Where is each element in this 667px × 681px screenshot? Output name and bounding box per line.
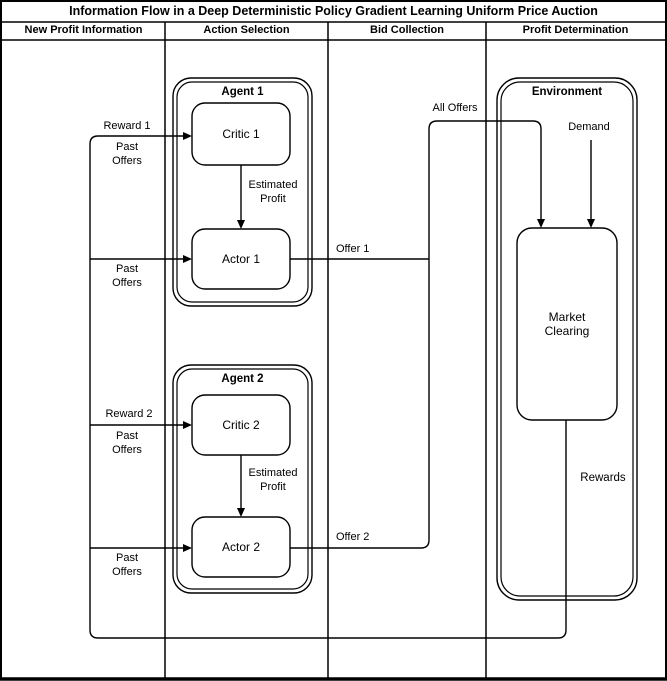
environment-title: Environment bbox=[531, 86, 603, 98]
past-offers-actor1-label: Past Offers bbox=[112, 263, 142, 290]
demand-label: Demand bbox=[568, 121, 610, 133]
actor2-label: Actor 2 bbox=[221, 540, 260, 554]
agent2-box-inner bbox=[176, 368, 309, 590]
past-offers-actor2-label: Past Offers bbox=[112, 552, 142, 579]
estimated-profit2-label: Estimated Profit bbox=[248, 467, 298, 494]
lane-header-profit-determination: Profit Determination bbox=[522, 24, 629, 36]
agent1-box-inner bbox=[176, 81, 309, 303]
rewards-feedback-to-critic1-arrow bbox=[89, 132, 567, 639]
past-offers-critic2-label: Past Offers bbox=[112, 430, 142, 457]
agent2-box-outer bbox=[172, 364, 313, 594]
diagram-title: Information Flow in a Deep Deterministic… bbox=[69, 4, 598, 18]
agent1-title: Agent 1 bbox=[221, 86, 264, 98]
environment-box-inner bbox=[500, 81, 634, 597]
all-offers-to-market-clearing-arrow bbox=[290, 120, 545, 549]
environment-box-outer bbox=[496, 77, 638, 601]
offer2-label: Offer 2 bbox=[336, 531, 370, 543]
offer1-label: Offer 1 bbox=[336, 243, 370, 255]
market-clearing-box bbox=[516, 227, 618, 421]
estimated-profit1-label: Estimated Profit bbox=[248, 179, 298, 206]
agent1-box-outer bbox=[172, 77, 313, 307]
critic1-label: Critic 1 bbox=[222, 127, 260, 141]
rewards-label: Rewards bbox=[580, 472, 626, 484]
lane-header-new-profit-information: New Profit Information bbox=[24, 24, 143, 36]
lane-header-bid-collection: Bid Collection bbox=[370, 24, 444, 36]
market-clearing-label: Market Clearing bbox=[544, 310, 590, 338]
reward1-label: Reward 1 bbox=[103, 120, 151, 132]
past-offers-critic1-label: Past Offers bbox=[112, 141, 142, 168]
reward2-label: Reward 2 bbox=[105, 408, 153, 420]
critic2-label: Critic 2 bbox=[222, 418, 260, 432]
lane-header-action-selection: Action Selection bbox=[203, 24, 290, 36]
all-offers-label: All Offers bbox=[432, 102, 478, 114]
actor1-label: Actor 1 bbox=[221, 252, 260, 266]
actor2-box bbox=[191, 516, 291, 578]
agent2-title: Agent 2 bbox=[221, 373, 264, 385]
